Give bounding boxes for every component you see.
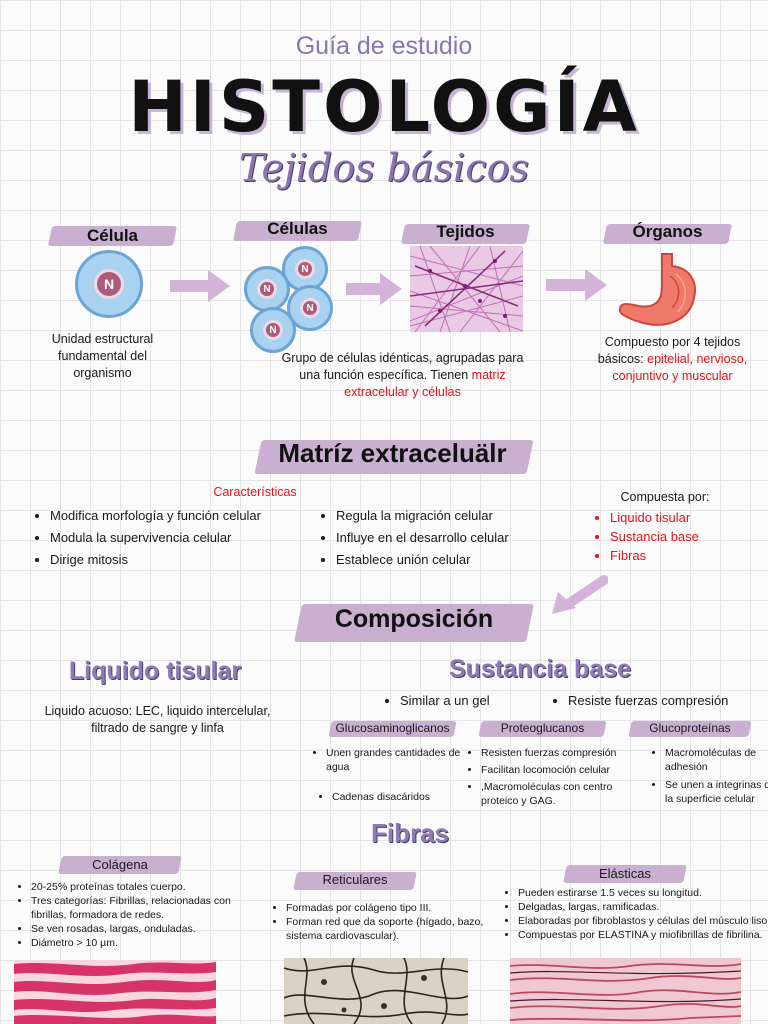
list-item: Regula la migración celular (336, 505, 576, 527)
caracteristicas-list-2: Regula la migración celular Influye en e… (320, 505, 576, 571)
list-item: Elaboradas por fibroblastos y células de… (518, 914, 768, 928)
organos-desc-text: Compuesto por 4 tejidos básicos: (597, 335, 741, 366)
list-item: Modula la supervivencia celular (50, 527, 320, 549)
cell-icon: N (75, 250, 143, 318)
celulas-description: Grupo de células idénticas, agrupadas pa… (270, 350, 535, 401)
list-item: Macromoléculas de adhesión (665, 746, 768, 774)
label-organos: Órganos (632, 222, 703, 241)
list-item: Resisten fuerzas compresión (481, 746, 646, 760)
list-item: Formadas por colágeno tipo III. (286, 901, 501, 915)
fibras-title: Fibras (370, 818, 450, 848)
elasticas-label: Elásticas (598, 866, 652, 881)
arrow-body-1 (170, 280, 210, 292)
list-item: Se ven rosadas, largas, onduladas. (31, 922, 241, 936)
arrow-down-left-icon (548, 574, 609, 623)
tissue-micrograph-image (410, 246, 523, 332)
nucleus-icon: N (295, 259, 315, 279)
matriz-title: Matríz extraceluälr (278, 438, 507, 468)
arrow-right-icon (585, 269, 607, 301)
caracteristicas-title: Características (213, 485, 297, 499)
colagena-micrograph-image (14, 960, 216, 1024)
list-item: Cadenas disacáridos (332, 790, 471, 804)
caracteristicas-list-1: Modifica morfología y función celular Mo… (34, 505, 320, 571)
compuesta-list: Liquido tisular Sustancia base Fibras (594, 508, 760, 565)
list-item: Resiste fuerzas compresión (568, 692, 768, 710)
list-item: Pueden estirarse 1.5 veces su longitud. (518, 886, 768, 900)
list-item: ,Macromoléculas con centro proteico y GA… (481, 780, 646, 808)
list-item: Unen grandes cantidades de agua (326, 746, 471, 774)
main-title: HISTOLOGÍA (128, 66, 640, 148)
list-item: Dirige mitosis (50, 549, 320, 571)
colagena-list: 20-25% proteínas totales cuerpo. Tres ca… (15, 880, 241, 950)
gag-label: Glucosaminoglicanos (335, 721, 450, 735)
cell-icon: N (244, 266, 290, 312)
list-item: Forman red que da soporte (hígado, bazo,… (286, 915, 501, 943)
list-item: Compuestas por ELASTINA y miofibrillas d… (518, 928, 768, 942)
liquido-title: Liquido tisular (68, 657, 242, 685)
label-celula: Célula (86, 226, 139, 245)
gluco-list: Macromoléculas de adhesión Se unen a int… (649, 746, 768, 806)
composicion-title: Composición (334, 605, 494, 633)
compuesta-title: Compuesta por: (620, 490, 710, 504)
list-item: Delgadas, largas, ramificadas. (518, 900, 768, 914)
list-item: Establece unión celular (336, 549, 576, 571)
organos-description: Compuesto por 4 tejidos básicos: epiteli… (590, 334, 755, 385)
topic-subtitle: Tejidos básicos (239, 146, 529, 190)
sustancia-bullets-1: Similar a un gel (384, 692, 550, 710)
cell-icon: N (250, 307, 296, 353)
nucleus-icon: N (263, 320, 283, 340)
nucleus-icon: N (257, 279, 277, 299)
list-item: Liquido tisular (610, 508, 760, 527)
reticulares-label: Reticulares (322, 872, 388, 887)
stomach-icon (618, 252, 700, 337)
elasticas-list: Pueden estirarse 1.5 veces su longitud. … (502, 886, 768, 942)
arrow-body-3 (546, 279, 588, 291)
arrow-body-2 (346, 283, 382, 295)
liquido-description: Liquido acuoso: LEC, liquido intercelula… (44, 704, 271, 735)
label-tejidos: Tejidos (436, 222, 495, 241)
nucleus-icon: N (300, 298, 320, 318)
list-item: Influye en el desarrollo celular (336, 527, 576, 549)
proteo-list: Resisten fuerzas compresión Facilitan lo… (465, 746, 646, 808)
celulas-desc-text: Grupo de células idénticas, agrupadas pa… (281, 351, 524, 382)
arrow-right-icon (380, 273, 402, 305)
organos-desc-highlight: epitelial, nervioso, conjuntivo y muscul… (612, 352, 748, 383)
proteo-label: Proteoglucanos (500, 721, 585, 735)
celulas-desc-highlight: matriz extracelular y células (344, 368, 506, 399)
list-item: Fibras (610, 546, 760, 565)
list-item: Similar a un gel (400, 692, 550, 710)
list-item: Diámetro > 10 µm. (31, 936, 241, 950)
label-celulas: Células (267, 219, 328, 238)
guide-subtitle: Guía de estudio (295, 32, 473, 60)
list-item: Modifica morfología y función celular (50, 505, 320, 527)
gag-list: Unen grandes cantidades de agua Cadenas … (310, 746, 471, 804)
reticulares-micrograph-image (284, 958, 468, 1024)
nucleus-icon: N (94, 269, 124, 299)
list-item: 20-25% proteínas totales cuerpo. (31, 880, 241, 894)
sustancia-title: Sustancia base (448, 655, 632, 683)
elasticas-micrograph-image (510, 958, 741, 1024)
list-item: Facilitan locomoción celular (481, 763, 646, 777)
gluco-label: Glucoproteínas (649, 721, 731, 735)
list-item: Sustancia base (610, 527, 760, 546)
list-item: Tres categorías: Fibrillas, relacionadas… (31, 894, 241, 922)
sustancia-bullets-2: Resiste fuerzas compresión (552, 692, 768, 710)
arrow-right-icon (208, 270, 230, 302)
reticulares-list: Formadas por colágeno tipo III. Forman r… (270, 901, 501, 943)
celula-description: Unidad estructural fundamental del organ… (51, 332, 154, 380)
list-item: Se unen a integrinas de la superficie ce… (665, 778, 768, 806)
colagena-label: Colágena (92, 857, 148, 872)
